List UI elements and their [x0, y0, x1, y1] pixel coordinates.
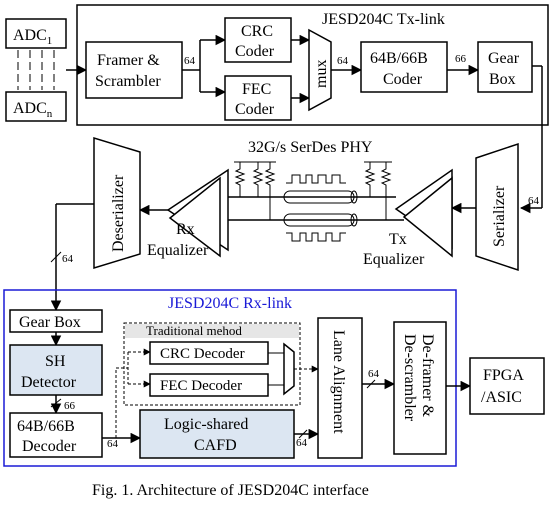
svg-text:CRC Decoder: CRC Decoder: [160, 346, 245, 362]
svg-text:Framer &: Framer &: [97, 52, 160, 69]
svg-text:64B/66B: 64B/66B: [17, 418, 75, 435]
rx-eq-label-1: Rx: [176, 221, 195, 238]
tx-eq-label-1: Tx: [389, 231, 407, 248]
svg-text:Deserializer: Deserializer: [110, 174, 127, 252]
svg-text:Scrambler: Scrambler: [95, 73, 161, 90]
bw-framer: 64: [184, 55, 196, 67]
svg-text:Decoder: Decoder: [22, 438, 77, 455]
svg-text:CAFD: CAFD: [194, 437, 237, 454]
serdes-channel: [228, 161, 404, 242]
svg-text:Coder: Coder: [383, 71, 423, 88]
phy-title: 32G/s SerDes PHY: [248, 139, 373, 156]
svg-text:FEC Decoder: FEC Decoder: [160, 378, 242, 394]
svg-text:Coder: Coder: [235, 43, 275, 60]
svg-text:Detector: Detector: [21, 374, 77, 391]
mux-block: mux: [308, 28, 332, 112]
coder-64b66b-block: 64B/66B Coder: [360, 41, 448, 93]
serializer-block: Serializer: [475, 142, 519, 272]
rx-gearbox-block: Gear Box: [9, 309, 103, 333]
rx-link-frame: [3, 289, 457, 467]
svg-text:Lane Alignment: Lane Alignment: [330, 330, 347, 434]
tx-link-title: JESD204C Tx-link: [322, 11, 445, 28]
rx-equalizer-icon: [166, 168, 229, 258]
bw-coder: 66: [455, 53, 467, 65]
crc-coder-block: CRC Coder: [224, 17, 292, 63]
adc-n-block: ADCn: [5, 91, 67, 122]
deframer-block: De-framer & De-scrambler: [393, 321, 447, 455]
bw-cafd: 64: [296, 437, 308, 449]
svg-text:/ASIC: /ASIC: [481, 389, 522, 406]
svg-text:CRC: CRC: [241, 23, 273, 40]
fec-coder-block: FEC Coder: [224, 75, 292, 121]
traditional-method-group: Traditional mehod CRC Decoder FEC Decode…: [123, 322, 319, 406]
tx-gearbox-block: Gear Box: [477, 41, 533, 93]
svg-text:Logic-shared: Logic-shared: [164, 416, 248, 433]
svg-text:SH: SH: [45, 353, 66, 370]
svg-text:Coder: Coder: [235, 101, 275, 118]
rx-link-title: JESD204C Rx-link: [168, 295, 292, 312]
adc-1-block: ADC1: [5, 18, 67, 49]
fpga-asic-block: FPGA /ASIC: [469, 357, 545, 415]
tx-eq-label-2: Equalizer: [363, 251, 425, 268]
svg-text:ADC1: ADC1: [13, 27, 52, 47]
deserializer-block: Deserializer: [93, 136, 141, 270]
logic-shared-cafd-block: Logic-shared CAFD: [139, 409, 295, 459]
bw-ser: 64: [528, 195, 540, 207]
svg-text:Gear Box: Gear Box: [19, 314, 81, 331]
sh-detector-block: SH Detector: [9, 344, 103, 396]
figure-caption: Fig. 1. Architecture of JESD204C interfa…: [92, 482, 369, 499]
bw-mux: 64: [337, 55, 349, 67]
svg-text:64B/66B: 64B/66B: [370, 50, 428, 67]
bw-lane: 64: [368, 368, 380, 380]
svg-text:De-scrambler: De-scrambler: [401, 334, 418, 422]
svg-text:Box: Box: [489, 71, 516, 88]
adc-dashed-connector: [17, 50, 55, 90]
svg-text:ADCn: ADCn: [13, 100, 53, 120]
svg-text:Gear: Gear: [488, 50, 520, 67]
framer-scrambler-block: Framer & Scrambler: [85, 41, 183, 99]
bw-dec: 64: [107, 438, 119, 450]
svg-text:FPGA: FPGA: [483, 367, 524, 384]
lane-alignment-block: Lane Alignment: [317, 317, 363, 459]
svg-text:Traditional mehod: Traditional mehod: [146, 323, 242, 338]
decoder-64b66b-block: 64B/66B Decoder: [9, 412, 103, 458]
svg-text:Serializer: Serializer: [491, 185, 508, 247]
tx-equalizer-icon: [394, 168, 453, 258]
bw-deser: 64: [62, 253, 74, 265]
svg-text:mux: mux: [313, 60, 330, 88]
rx-eq-label-2: Equalizer: [147, 242, 209, 259]
bw-sh: 66: [64, 400, 76, 412]
svg-text:FEC: FEC: [242, 81, 271, 98]
svg-text:De-framer &: De-framer &: [419, 334, 436, 418]
